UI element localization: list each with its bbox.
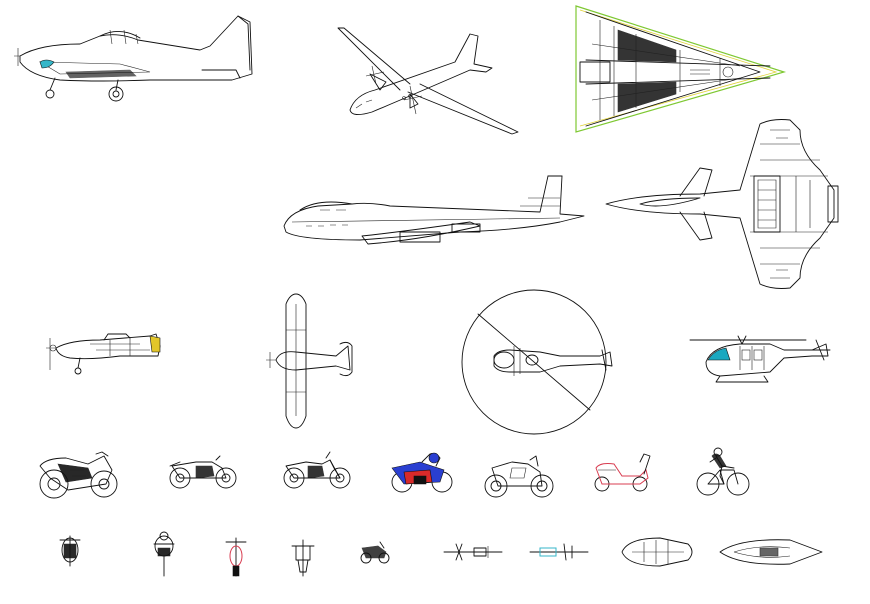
motorcycle-top-2	[529, 543, 589, 561]
helicopter-top-icon	[461, 289, 613, 435]
chopper-motorcycle-icon	[283, 451, 351, 489]
helicopter-side-icon	[689, 335, 831, 383]
cruiser-motorcycle-icon	[169, 455, 237, 489]
minibike-icon	[360, 541, 390, 564]
speedboat-top-icon	[719, 539, 823, 565]
propeller-fighter-side-icon	[14, 15, 253, 102]
moped-top-icon	[291, 539, 315, 577]
jumbo-jet-side-icon	[283, 175, 585, 245]
turboprop-airliner-icon	[337, 27, 519, 135]
rowboat-top-icon	[621, 537, 693, 567]
bicycle-rider-icon	[696, 447, 750, 496]
scooter-icon	[594, 453, 651, 492]
spitfire-side-icon	[46, 333, 161, 375]
motorcycle-rider-front-icon	[153, 531, 175, 577]
motorcycle-front-icon	[59, 535, 81, 567]
racing-motorcycle-icon	[391, 452, 453, 493]
delta-jet-top-icon	[605, 119, 839, 289]
light-plane-top-icon	[266, 293, 353, 429]
motorcycle-top-1	[443, 543, 503, 561]
touring-motorcycle-icon	[39, 451, 118, 499]
scooter-front-icon	[225, 537, 247, 577]
stealth-bomber-top-icon	[575, 5, 787, 133]
dirt-bike-icon	[484, 455, 554, 498]
